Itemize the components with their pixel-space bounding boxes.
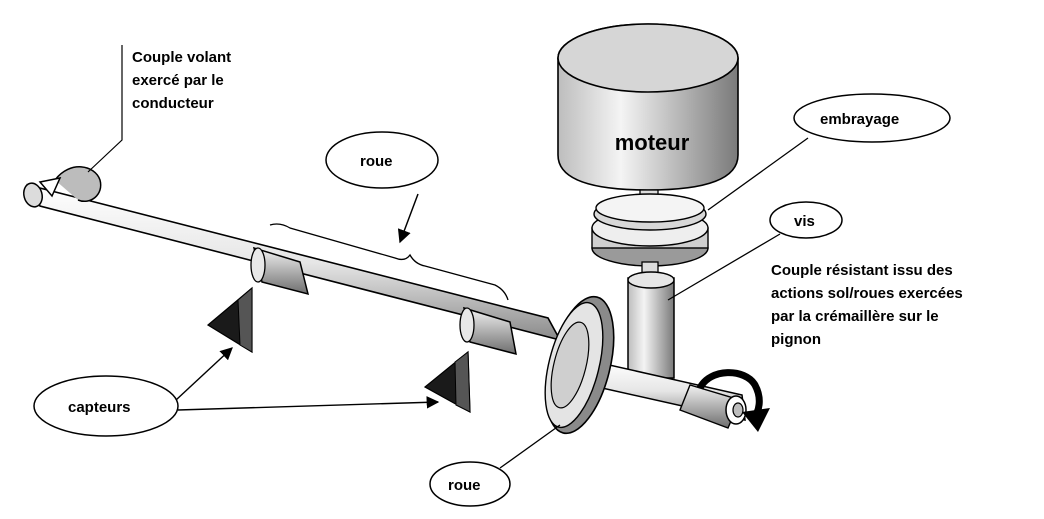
clutch bbox=[591, 193, 709, 267]
worm-wheel bbox=[544, 295, 615, 435]
roue-top-callout: roue bbox=[325, 131, 439, 244]
roue-brace bbox=[269, 223, 509, 301]
capteurs-callout: capteurs bbox=[33, 347, 440, 437]
motor: moteur bbox=[557, 23, 739, 191]
moteur-label: moteur bbox=[615, 130, 690, 155]
roue-bottom-label: roue bbox=[448, 477, 481, 494]
embrayage-label: embrayage bbox=[820, 111, 899, 128]
vis-callout: vis bbox=[667, 201, 843, 301]
couple-volant-annotation: Couple volant exercé par le conducteur bbox=[87, 45, 235, 173]
shaft-sleeve-2 bbox=[459, 306, 517, 356]
resistant-torque-arrowhead bbox=[742, 408, 770, 432]
worm-screw bbox=[627, 271, 675, 379]
couple-volant-label: Couple volant exercé par le conducteur bbox=[132, 49, 235, 112]
sensor-1 bbox=[206, 286, 253, 354]
shaft-sleeve-1 bbox=[250, 246, 310, 296]
driver-torque-arrow bbox=[38, 166, 102, 202]
capteurs-label: capteurs bbox=[68, 399, 131, 416]
embrayage-callout: embrayage bbox=[707, 93, 951, 211]
sensor-2 bbox=[423, 350, 471, 414]
roue-top-label: roue bbox=[360, 153, 393, 170]
couple-resistant-label: Couple résistant issu des actions sol/ro… bbox=[771, 262, 967, 348]
roue-bottom-callout: roue bbox=[429, 424, 561, 507]
vis-label: vis bbox=[794, 213, 815, 230]
